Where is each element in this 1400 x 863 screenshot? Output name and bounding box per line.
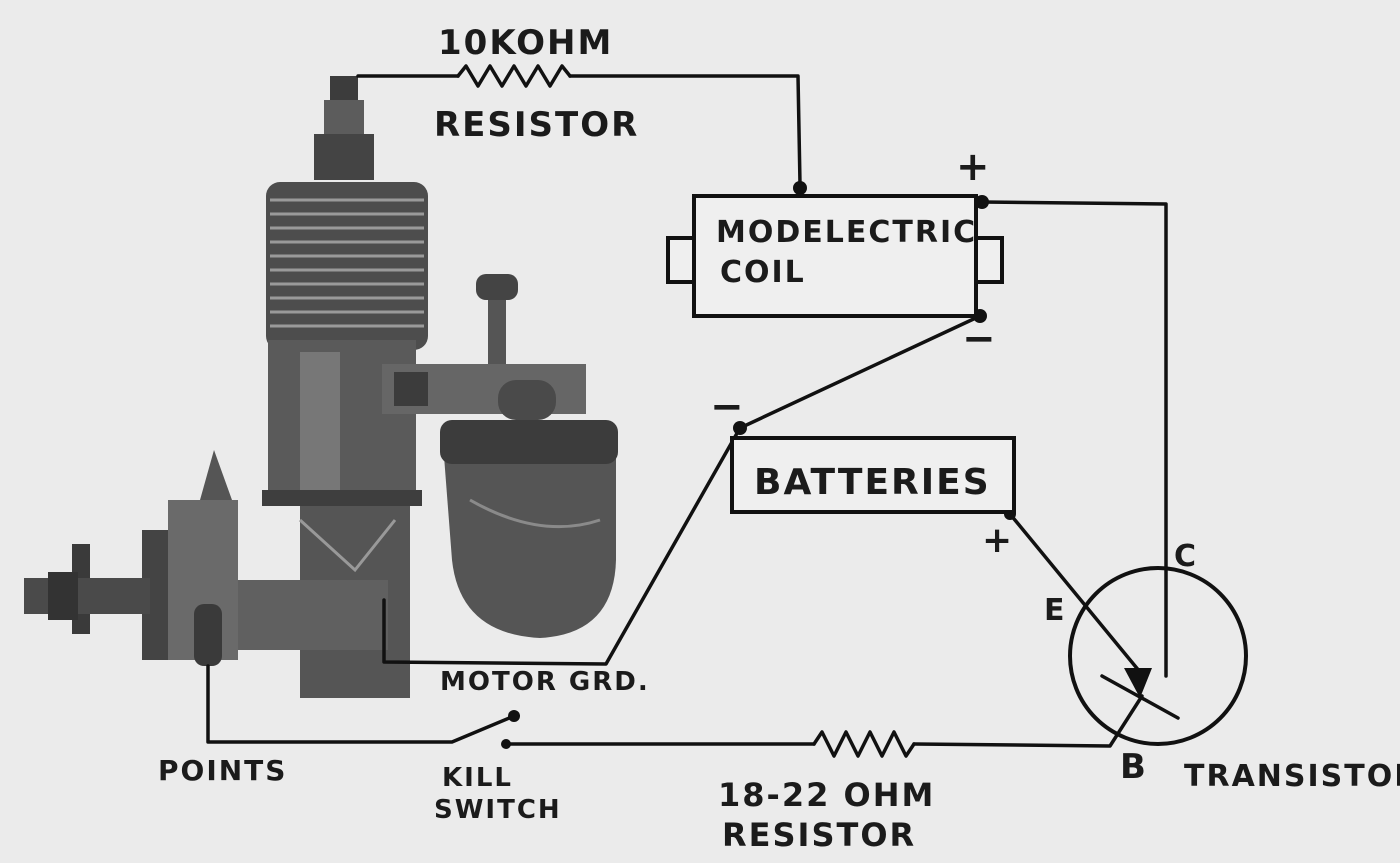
resistor-top-name: RESISTOR — [434, 105, 639, 145]
battery-minus-sign: − — [710, 384, 746, 430]
emitter-arrow — [1124, 668, 1152, 698]
kill-switch-contact — [508, 710, 520, 722]
transistor-base-label: B — [1120, 747, 1148, 787]
coil-top-terminal — [793, 181, 807, 195]
resistor-bottom-name: RESISTOR — [722, 816, 916, 854]
points-label: POINTS — [158, 754, 287, 787]
kill-switch-label-line2: SWITCH — [434, 795, 562, 825]
motor-ground-label: MOTOR GRD. — [440, 667, 650, 697]
transistor-symbol — [1068, 566, 1248, 746]
transistor-label: TRANSISTOR — [1184, 759, 1400, 794]
model-engine-icon — [24, 76, 618, 698]
coil-plus-sign: + — [956, 144, 992, 190]
batteries-label: BATTERIES — [754, 462, 991, 503]
battery-minus-terminal — [733, 421, 747, 435]
coil-label-line1: MODELECTRIC — [716, 215, 977, 250]
kill-switch-label-line1: KILL — [442, 763, 513, 793]
battery-plus-sign: + — [982, 520, 1014, 561]
circuit-wires — [206, 64, 1168, 758]
coil-label-line2: COIL — [720, 255, 806, 290]
batteries-box — [730, 436, 1016, 514]
modelectric-coil — [666, 194, 1004, 318]
resistor-18-22-symbol — [812, 730, 916, 758]
transistor-collector-label: C — [1174, 539, 1198, 574]
coil-plus-terminal — [975, 195, 989, 209]
kill-switch-pivot — [501, 739, 511, 749]
transistor-emitter-label: E — [1044, 593, 1067, 628]
resistor-bottom-value: 18-22 OHM — [718, 776, 935, 814]
coil-minus-sign: − — [962, 316, 998, 362]
resistor-10k-symbol — [456, 64, 572, 88]
resistor-top-value: 10KOHM — [438, 23, 613, 63]
